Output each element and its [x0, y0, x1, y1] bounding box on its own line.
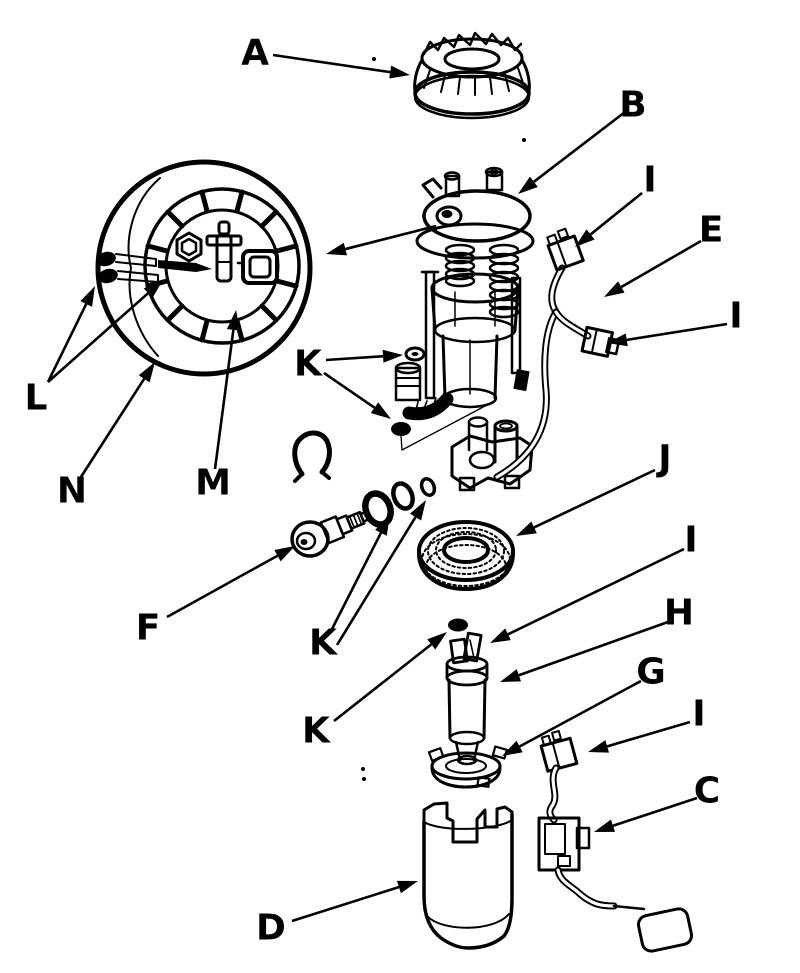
- callout-arrowhead-I2: [607, 333, 628, 347]
- callout-arrow-E: [620, 239, 702, 289]
- callout-arrowhead-D: [396, 880, 418, 894]
- part-filter-mesh-ring: [417, 520, 515, 591]
- callout-label-K1: K: [294, 344, 323, 385]
- callout-label-I2: I: [729, 296, 742, 337]
- part-pump-flange-top-view: [95, 159, 313, 377]
- part-fuel-pump: [445, 618, 489, 766]
- callout-label-J: J: [655, 439, 671, 480]
- part-locking-ring-cap: [413, 31, 531, 120]
- print-noise: [361, 57, 526, 781]
- callout-arrowhead-K1: [382, 349, 403, 363]
- callout-label-C: C: [694, 771, 720, 812]
- callout-label-I1: I: [643, 160, 656, 201]
- callout-label-M: M: [195, 463, 231, 504]
- part-retaining-pins: [96, 251, 212, 284]
- callout-arrow-I4: [606, 720, 691, 748]
- part-regulator-fitting: [290, 509, 373, 558]
- callout-arrow-K3: [333, 643, 433, 723]
- callout-arrowhead-I4: [588, 740, 610, 753]
- callout-label-B: B: [619, 85, 646, 126]
- part-c-clip: [292, 430, 332, 483]
- callout-arrowhead-K2: [409, 500, 426, 521]
- part-pump-o-ring: [448, 618, 468, 632]
- callout-label-E: E: [699, 210, 724, 251]
- callout-arrow-M: [213, 329, 235, 470]
- callout-arrow-I3: [507, 547, 685, 636]
- callout-arrowhead-C: [594, 819, 616, 832]
- callout-arrowhead-J: [516, 521, 537, 536]
- callout-arrowhead-F: [274, 546, 295, 562]
- callout-arrowhead-M: [226, 310, 240, 331]
- callout-arrowhead-L: [143, 280, 163, 299]
- callout-arrowhead-K3: [427, 632, 447, 650]
- part-connector-top: [546, 227, 585, 272]
- callout-arrow-K2: [328, 532, 383, 634]
- part-springs: [444, 243, 520, 319]
- callout-label-H: H: [664, 593, 694, 634]
- part-level-sender: [537, 729, 694, 953]
- callout-arrow-I2: [626, 322, 728, 342]
- callout-arrow-F: [166, 554, 279, 619]
- callout-label-A: A: [241, 33, 269, 74]
- part-reservoir-cup: [422, 801, 514, 950]
- part-float: [636, 907, 694, 953]
- callout-arrow-N: [77, 378, 146, 481]
- callout-arrow-H: [518, 620, 669, 677]
- part-strainer-base: [427, 745, 508, 789]
- callout-label-I4: I: [692, 694, 705, 735]
- part-valve-block: [450, 416, 534, 492]
- callout-label-L: L: [25, 378, 48, 419]
- callout-arrowhead-I1: [575, 229, 595, 247]
- callout-arrowhead-I3: [490, 628, 511, 643]
- callout-label-K3: K: [302, 711, 331, 752]
- callout-arrow-D: [291, 885, 400, 923]
- callout-arrowhead-A: [389, 65, 410, 79]
- callout-arrow-A: [272, 53, 391, 74]
- callout-arrow-K1: [325, 354, 384, 362]
- part-pump-module-assembly: [394, 166, 535, 492]
- part-o-rings-upper: [391, 346, 426, 436]
- part-connector-mid: [580, 325, 621, 358]
- callout-label-G: G: [636, 652, 666, 693]
- callout-arrow-L: [47, 292, 149, 383]
- callout-arrow-B-flange-pointer: [345, 224, 437, 251]
- callout-arrow-K1: [323, 371, 376, 409]
- callout-arrowhead-G: [502, 740, 523, 756]
- callout-arrowhead-K2: [375, 515, 390, 536]
- callout-label-D: D: [256, 908, 286, 949]
- callout-arrowhead-B: [518, 176, 538, 194]
- callout-arrowhead-K1: [370, 402, 391, 419]
- callout-arrowhead-E: [604, 281, 625, 297]
- callout-arrowhead-B-flange-pointer: [326, 242, 347, 256]
- callout-arrowhead-L: [80, 286, 95, 307]
- callout-arrowhead-H: [500, 669, 522, 682]
- callout-arrow-C: [612, 796, 698, 827]
- callout-label-N: N: [57, 471, 87, 512]
- callout-arrow-J: [533, 468, 656, 529]
- callout-label-F: F: [136, 608, 161, 649]
- part-corrugated-hose: [394, 361, 454, 421]
- callout-arrow-I1: [589, 191, 643, 236]
- part-connector-sender: [539, 729, 579, 773]
- callout-arrow-G: [518, 679, 642, 748]
- callout-arrowhead-N: [138, 362, 155, 383]
- part-wire-harness: [493, 227, 621, 481]
- callout-label-I3: I: [684, 520, 697, 561]
- callout-label-K2: K: [309, 623, 338, 664]
- callout-arrow-K2: [335, 516, 417, 646]
- callout-arrow-B: [533, 110, 626, 183]
- callout-arrow-L: [46, 303, 88, 383]
